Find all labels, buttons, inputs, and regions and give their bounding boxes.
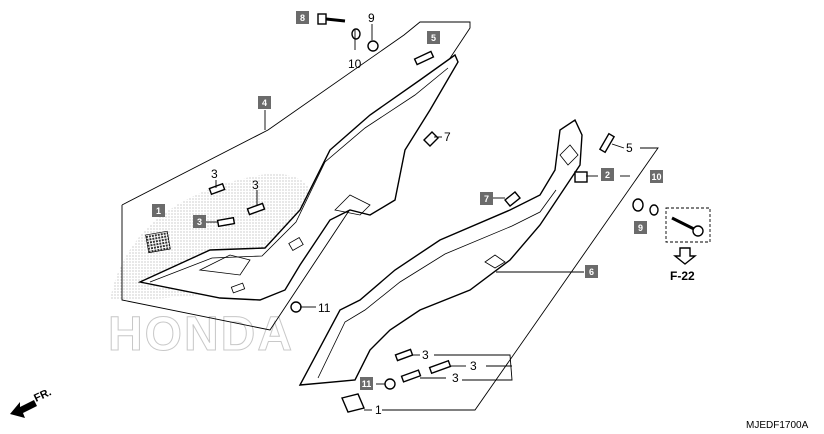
- grip-pad-lower: [341, 393, 365, 413]
- grip-pad: [145, 230, 171, 254]
- cushion-left-3: [216, 216, 236, 228]
- callout-7a: 7: [444, 130, 451, 144]
- cushion-5-right: [598, 132, 616, 154]
- bolt-head: [692, 225, 704, 237]
- callout-10a: 10: [348, 57, 362, 71]
- callout-10b: 10: [651, 172, 661, 182]
- callout-6: 6: [589, 267, 594, 277]
- clip-7-upper: [423, 131, 439, 147]
- collar-10-right: [649, 204, 659, 216]
- callout-3c: 3: [197, 217, 202, 227]
- cushion-right-1: [394, 348, 414, 362]
- clip-7-lower: [504, 191, 521, 207]
- callout-box-1: [152, 204, 165, 217]
- cushion-left-2: [246, 202, 266, 216]
- cushion-2: [574, 171, 588, 183]
- callout-3a: 3: [211, 167, 218, 181]
- callout-11a: 11: [318, 301, 331, 315]
- callout-3b: 3: [252, 178, 259, 192]
- callout-box-11: [360, 377, 373, 390]
- ref-arrow-icon: [673, 247, 697, 265]
- callout-5b: 5: [626, 141, 633, 155]
- diagram-code: MJEDF1700A: [746, 420, 809, 431]
- callout-box-4: [258, 96, 271, 109]
- watermark-text: HONDA: [108, 308, 294, 361]
- callout-box-5: [427, 31, 440, 44]
- page-ref: F-22: [670, 269, 695, 283]
- front-arrow-icon: [10, 400, 37, 418]
- right-side-cover: [298, 118, 583, 386]
- callout-1: 1: [375, 403, 382, 417]
- bolt-shaft: [671, 216, 697, 232]
- plain-callouts: 9 10 7 3 3 11 5 3 3 3 1: [211, 11, 633, 417]
- callout-box-9: [634, 221, 647, 234]
- grommet-9-right: [632, 198, 644, 212]
- callout-box-3: [193, 215, 206, 228]
- callout-box-6: [585, 265, 598, 278]
- callout-box-10: [650, 170, 663, 183]
- callout-3d: 3: [422, 348, 429, 362]
- assembly-4-boundary: [121, 21, 471, 331]
- callout-7b: 7: [484, 194, 489, 204]
- leader-lines: [206, 24, 659, 411]
- callout-8: 8: [300, 13, 305, 23]
- front-label: FR.: [32, 386, 53, 404]
- callout-3e: 3: [470, 359, 477, 373]
- bolt-8: [317, 13, 346, 25]
- callout-5a: 5: [431, 33, 436, 43]
- cushion-right-3: [400, 369, 422, 383]
- callout-1b: 1: [156, 206, 161, 216]
- callout-9b: 9: [638, 223, 643, 233]
- collar-10: [351, 28, 361, 40]
- bolt-detail-box: [665, 207, 711, 243]
- front-direction: FR.: [10, 386, 53, 418]
- cushion-right-2: [428, 359, 452, 375]
- callout-3-extra: 3: [452, 371, 459, 385]
- nut-11-left: [290, 301, 302, 313]
- grommet-9: [367, 40, 379, 52]
- callout-9a: 9: [368, 11, 375, 25]
- callout-11b: 11: [362, 379, 372, 389]
- callout-box-7: [480, 192, 493, 205]
- box-callouts: 8 5 4 1 3 7 2 10 9 6 11: [152, 11, 663, 390]
- callout-box-2: [601, 168, 614, 181]
- callout-2: 2: [605, 170, 610, 180]
- left-side-cover: [137, 53, 459, 301]
- callout-4: 4: [262, 98, 267, 108]
- nut-11-right: [384, 378, 396, 390]
- callout-box-8: [296, 11, 309, 24]
- cushion-5-top: [413, 50, 435, 66]
